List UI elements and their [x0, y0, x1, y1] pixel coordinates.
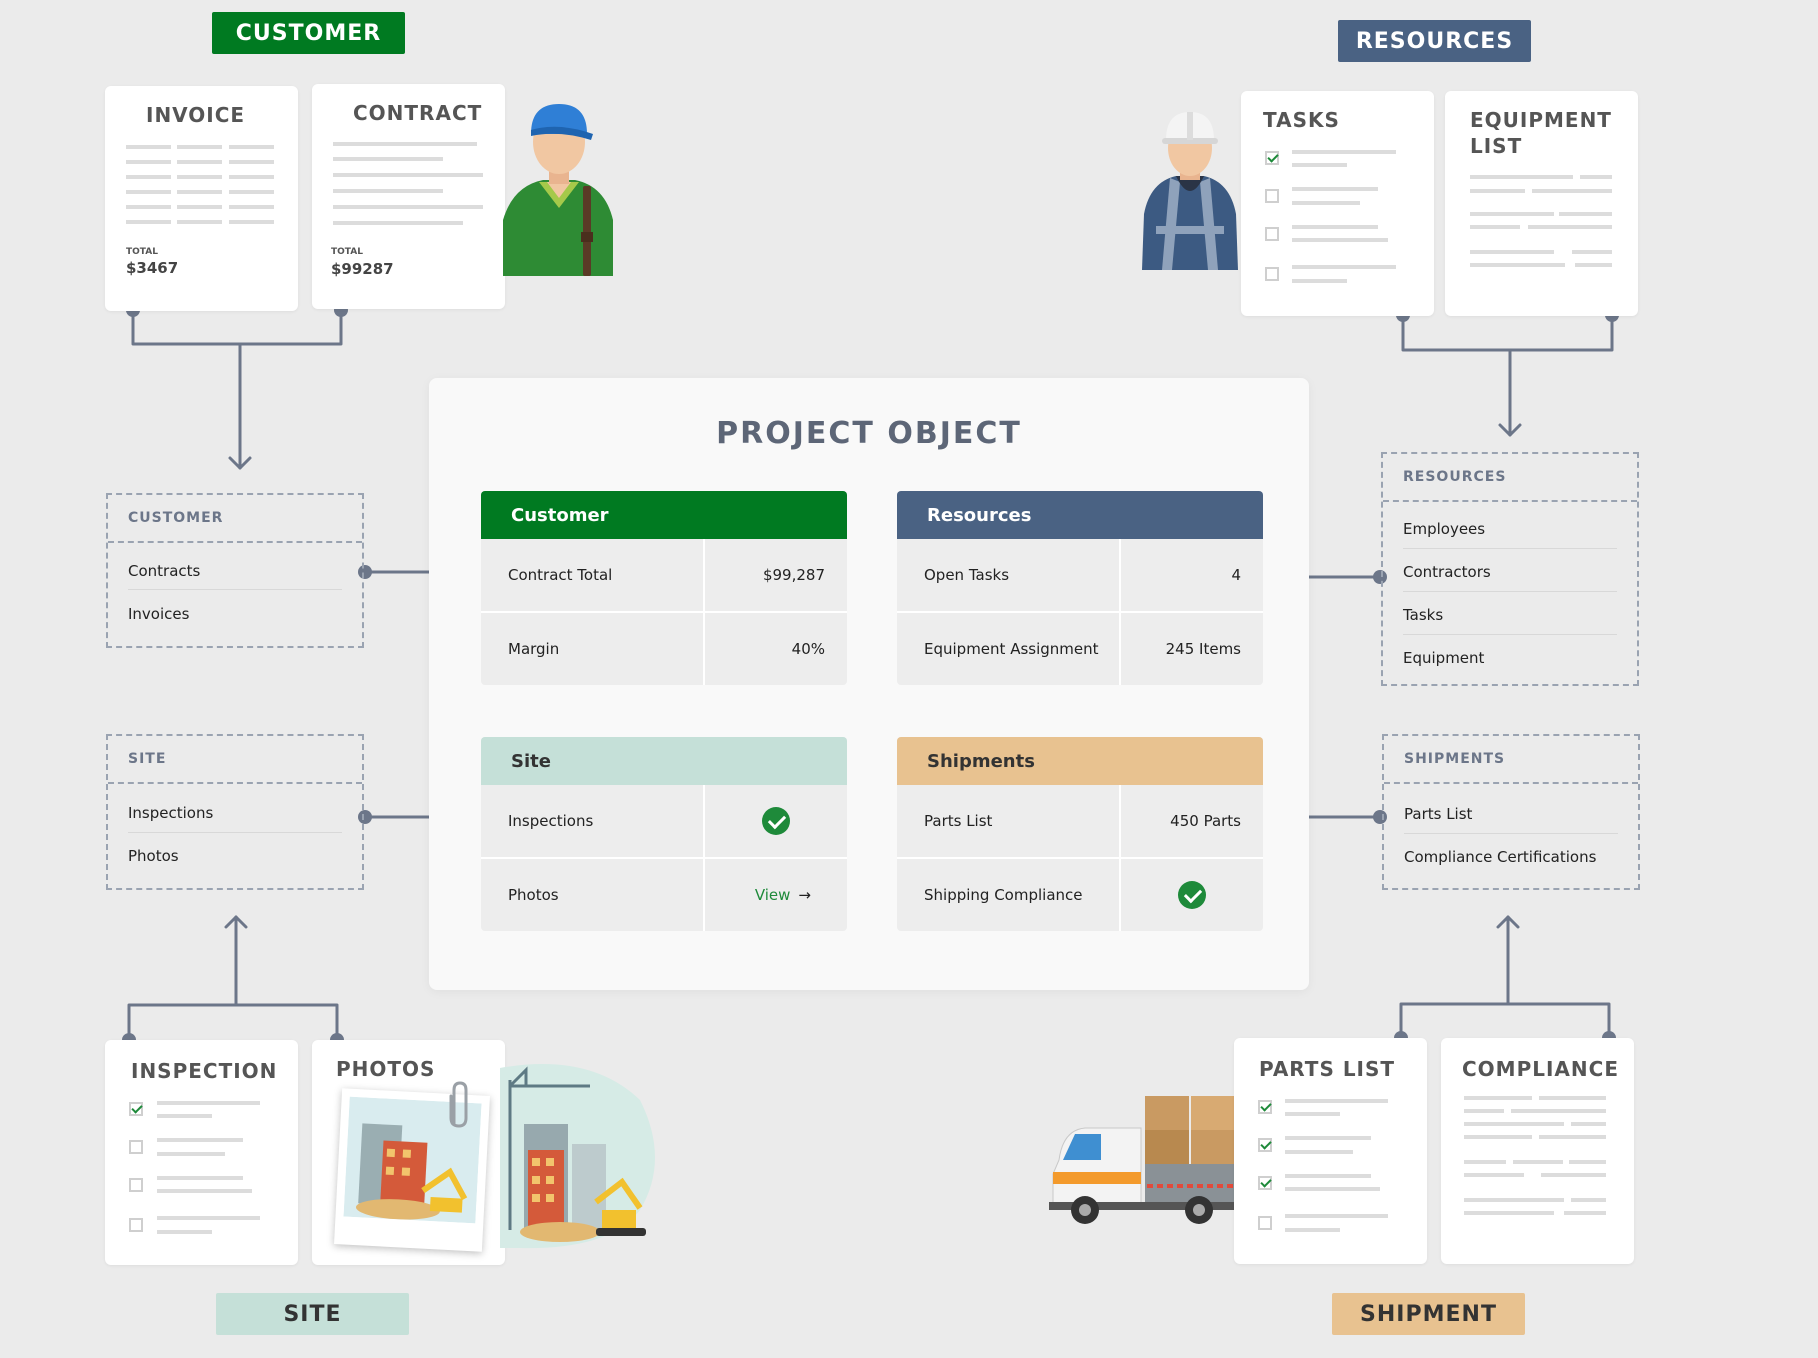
- row-label: Inspections: [481, 785, 705, 857]
- row-value: 450 Parts: [1170, 812, 1241, 830]
- contract-title: CONTRACT: [353, 101, 483, 125]
- checkbox-checked-icon: [1258, 1138, 1272, 1152]
- shipment-tag: SHIPMENT: [1332, 1293, 1525, 1335]
- checkbox-checked-icon: [1258, 1100, 1272, 1114]
- checkbox-icon: [1265, 189, 1279, 203]
- invoice-total-value: $3467: [126, 259, 179, 277]
- resources-source-item: Tasks: [1403, 606, 1444, 624]
- row-label: Shipping Compliance: [897, 859, 1121, 931]
- inspection-title: INSPECTION: [131, 1059, 278, 1083]
- paperclip-icon: [449, 1081, 468, 1128]
- site-source-title: SITE: [108, 736, 362, 784]
- view-link-label: View: [754, 886, 791, 904]
- row-label: Equipment Assignment: [897, 613, 1121, 685]
- project-object-panel: PROJECT OBJECT Customer Contract Total $…: [429, 378, 1309, 990]
- resources-source-item: Contractors: [1403, 563, 1491, 581]
- checkbox-icon: [1265, 267, 1279, 281]
- site-card: Site Inspections Photos View →: [481, 737, 847, 931]
- project-object-title: PROJECT OBJECT: [716, 416, 1022, 451]
- table-row: Margin 40%: [481, 611, 847, 685]
- row-label: Photos: [481, 859, 705, 931]
- tasks-document: TASKS: [1241, 91, 1434, 316]
- parts-list-document: PARTS LIST: [1234, 1038, 1427, 1264]
- site-source-item: Inspections: [128, 804, 214, 822]
- arrow-right-icon: →: [798, 886, 811, 904]
- checkbox-icon: [1265, 227, 1279, 241]
- checkbox-icon: [1258, 1216, 1272, 1230]
- site-source-box: SITE Inspections Photos: [106, 734, 364, 890]
- table-row: Inspections: [481, 785, 847, 857]
- shipments-source-title: SHIPMENTS: [1384, 736, 1638, 784]
- table-row: Photos View →: [481, 857, 847, 931]
- table-row: Shipping Compliance: [897, 857, 1263, 931]
- photo-polaroid: [334, 1088, 490, 1252]
- customer-card: Customer Contract Total $99,287 Margin 4…: [481, 491, 847, 685]
- row-value: $99,287: [762, 566, 825, 584]
- checkbox-checked-icon: [129, 1102, 143, 1116]
- resources-card-header: Resources: [897, 491, 1263, 539]
- checkbox-checked-icon: [1258, 1176, 1272, 1190]
- compliance-title: COMPLIANCE: [1462, 1057, 1619, 1081]
- compliance-document: COMPLIANCE: [1441, 1038, 1634, 1264]
- checkbox-icon: [129, 1140, 143, 1154]
- row-value: 4: [1231, 566, 1241, 584]
- resources-card: Resources Open Tasks 4 Equipment Assignm…: [897, 491, 1263, 685]
- photos-title: PHOTOS: [336, 1057, 436, 1081]
- check-circle-icon: [1178, 881, 1206, 909]
- table-row: Parts List 450 Parts: [897, 785, 1263, 857]
- resources-source-box: RESOURCES Employees Contractors Tasks Eq…: [1381, 452, 1639, 686]
- customer-tag: CUSTOMER: [212, 12, 405, 54]
- shipments-source-box: SHIPMENTS Parts List Compliance Certific…: [1382, 734, 1640, 890]
- equipment-list-title: EQUIPMENT LIST: [1470, 108, 1612, 158]
- table-row: Equipment Assignment 245 Items: [897, 611, 1263, 685]
- resources-source-title: RESOURCES: [1383, 454, 1637, 502]
- resources-source-item: Employees: [1403, 520, 1486, 538]
- resources-tag: RESOURCES: [1338, 20, 1531, 62]
- checkbox-checked-icon: [1265, 151, 1279, 165]
- row-value: 40%: [791, 640, 825, 658]
- check-circle-icon: [762, 807, 790, 835]
- delivery-truck-illustration: [1049, 1096, 1235, 1224]
- customer-source-item: Contracts: [128, 562, 201, 580]
- view-photos-link[interactable]: View →: [755, 886, 811, 904]
- checkbox-icon: [129, 1178, 143, 1192]
- inspection-document: INSPECTION: [105, 1040, 298, 1265]
- resources-source-item: Equipment: [1403, 649, 1485, 667]
- customer-source-box: CUSTOMER Contracts Invoices: [106, 493, 364, 648]
- customer-card-header: Customer: [481, 491, 847, 539]
- invoice-total-label: TOTAL: [126, 247, 158, 257]
- worker-person-illustration: [1142, 112, 1238, 270]
- customer-source-title: CUSTOMER: [108, 495, 362, 543]
- invoice-title: INVOICE: [146, 103, 246, 127]
- site-source-item: Photos: [128, 847, 179, 865]
- table-row: Contract Total $99,287: [481, 539, 847, 611]
- row-value: 245 Items: [1165, 640, 1241, 658]
- row-label: Open Tasks: [897, 539, 1121, 611]
- contract-document: CONTRACT TOTAL $99287: [312, 84, 505, 309]
- contract-total-label: TOTAL: [331, 247, 363, 257]
- shipments-source-item: Compliance Certifications: [1404, 848, 1597, 866]
- customer-source-item: Invoices: [128, 605, 190, 623]
- invoice-document: INVOICE TOTAL $3467: [105, 86, 298, 311]
- row-label: Margin: [481, 613, 705, 685]
- shipments-card: Shipments Parts List 450 Parts Shipping …: [897, 737, 1263, 931]
- site-card-header: Site: [481, 737, 847, 785]
- row-label: Contract Total: [481, 539, 705, 611]
- shipments-card-header: Shipments: [897, 737, 1263, 785]
- site-tag: SITE: [216, 1293, 409, 1335]
- tasks-title: TASKS: [1263, 108, 1340, 132]
- contract-total-value: $99287: [331, 260, 394, 278]
- construction-site-illustration: [500, 1064, 655, 1249]
- row-label: Parts List: [897, 785, 1121, 857]
- customer-person-illustration: [503, 104, 613, 276]
- table-row: Open Tasks 4: [897, 539, 1263, 611]
- shipments-source-item: Parts List: [1404, 805, 1473, 823]
- construction-photo-image: [343, 1096, 482, 1224]
- parts-list-title: PARTS LIST: [1259, 1057, 1396, 1081]
- equipment-list-document: EQUIPMENT LIST: [1445, 91, 1638, 316]
- checkbox-icon: [129, 1218, 143, 1232]
